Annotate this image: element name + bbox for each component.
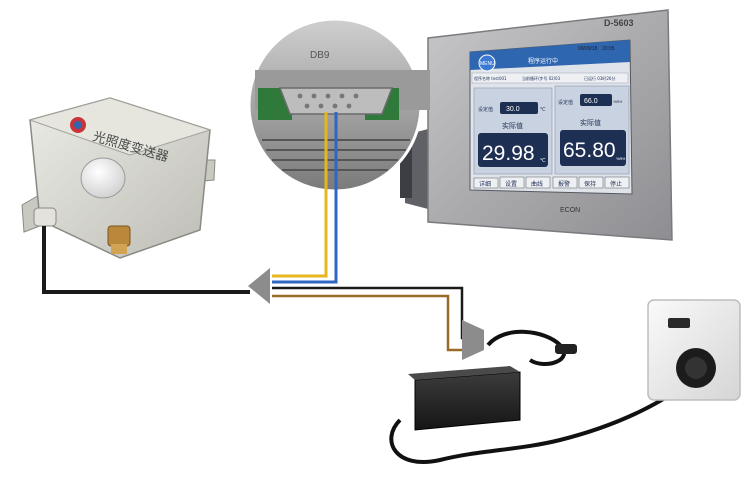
humidity-setpoint-unit: %RH (613, 99, 622, 104)
detail-button-label: 详细 (479, 180, 491, 188)
temp-setpoint-value: 30.0 (506, 106, 520, 113)
temp-setpoint-box[interactable] (500, 102, 538, 114)
light-sensor-dome (80, 157, 126, 199)
hmi-date: 09/09/18 (578, 46, 598, 52)
humidity-setpoint-value: 66.0 (584, 98, 598, 105)
humidity-setpoint-label: 设定值 (558, 99, 573, 106)
temp-setpoint-label: 设定值 (478, 106, 493, 113)
cable-gland-brass (107, 225, 131, 247)
db9-shell (278, 87, 394, 115)
info-elapsed: 已运行 03时26分 (584, 75, 615, 81)
junction-arrow-icon (248, 268, 270, 304)
sensor-cable (42, 226, 250, 294)
settings-button-label: 设置 (505, 180, 517, 188)
humidity-actual-box (560, 130, 626, 166)
stop-button-label: 停止 (610, 180, 622, 188)
stop-button[interactable] (604, 176, 630, 189)
temp-actual-label: 实际值 (502, 121, 523, 130)
detail-button[interactable] (473, 177, 499, 189)
hmi-model-label: D-5603 (604, 18, 634, 28)
humidity-setpoint-box[interactable] (580, 94, 612, 106)
adapter-brick (414, 371, 521, 431)
cable-gland-left (33, 207, 57, 227)
hmi-info-row (471, 72, 629, 84)
temp-setpoint-unit: ℃ (540, 107, 546, 113)
temperature-panel: 设定值 30.0 ℃ 实际值 29.98 ℃ (473, 87, 553, 175)
temp-actual-value: 29.98 (482, 142, 535, 165)
signal-wires (42, 112, 484, 360)
humidity-actual-label: 实际值 (580, 118, 601, 127)
adapter-dc-cable (486, 329, 566, 366)
hold-button-label: 保持 (584, 180, 596, 188)
outlet-slot (668, 318, 690, 328)
curve-button[interactable] (525, 176, 551, 189)
info-cycle-step: 当前循环/步号 02/03 (522, 75, 561, 81)
menu-button-label: MENU (480, 61, 495, 67)
power-adapter (389, 329, 702, 464)
wall-outlet (647, 299, 741, 401)
temp-actual-box (478, 133, 548, 167)
menu-button[interactable] (478, 54, 496, 72)
humidity-actual-value: 65.80 (563, 139, 616, 162)
hmi-touch-panel: D-5603 ECON MENU 程序运行中 09/09/18 20:05 程序… (400, 9, 673, 241)
info-program-name: 程序名称 test001 (474, 75, 507, 81)
power-wire-brown (272, 294, 480, 352)
ac-power-cable (389, 370, 702, 464)
hmi-brand-label: ECON (560, 207, 580, 214)
hmi-button-bar: 详细 设置 曲线 报警 保持 停止 (473, 176, 630, 189)
curve-button-label: 曲线 (531, 180, 543, 188)
hold-button[interactable] (578, 176, 604, 189)
hmi-time: 20:05 (602, 46, 615, 52)
settings-button[interactable] (499, 176, 525, 189)
connector-label: DB9 (310, 50, 330, 61)
humidity-panel: 设定值 66.0 %RH 实际值 65.80 %RH (554, 85, 630, 175)
adapter-arrow-icon (462, 320, 484, 360)
light-sensor-transmitter: 光照度变送器 (21, 97, 216, 259)
hmi-title: 程序运行中 (528, 57, 558, 65)
yellow-wire (272, 112, 328, 278)
alarm-button[interactable] (552, 176, 578, 189)
hmi-header-bar (470, 40, 630, 70)
temp-actual-unit: ℃ (540, 158, 546, 164)
alarm-button-label: 报警 (558, 180, 570, 188)
blue-wire (272, 112, 338, 284)
dc-plug (555, 344, 577, 354)
humidity-actual-unit: %RH (616, 156, 625, 161)
